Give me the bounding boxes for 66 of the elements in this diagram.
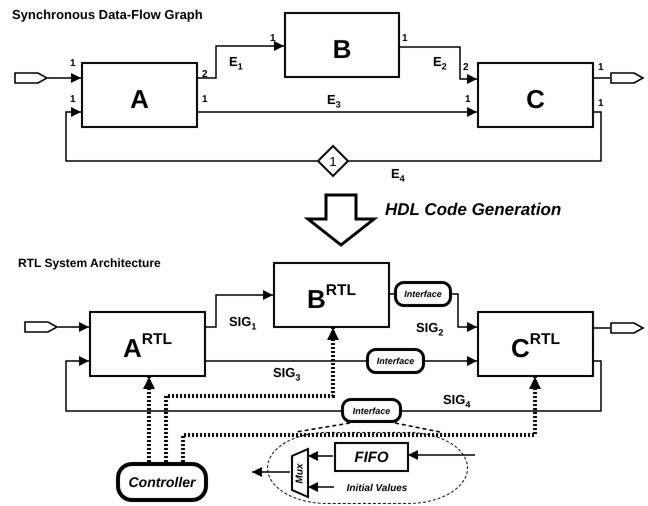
- control-line: [181, 377, 541, 462]
- connector-line: [390, 293, 394, 295]
- port-symbol: [610, 322, 644, 334]
- port-rate: 1: [202, 94, 208, 105]
- arrow: [308, 451, 333, 461]
- control-line: [143, 377, 155, 462]
- interface-box: Interface: [366, 348, 425, 374]
- arrow: [206, 290, 273, 328]
- edge-label: SIG$_{3}$: [272, 366, 302, 383]
- actor-box: C$^{RTL}$: [477, 311, 594, 377]
- arrow: [198, 41, 284, 79]
- edge-label: E$_{2}$: [432, 55, 448, 72]
- connector-line: [594, 327, 610, 329]
- actor-box: B: [284, 12, 400, 78]
- zoom-line: [296, 422, 350, 433]
- port-symbol: [14, 72, 48, 84]
- actor-box: B$^{RTL}$: [273, 262, 390, 328]
- edge-label: SIG$_{4}$: [442, 393, 472, 410]
- actor-box: C: [477, 62, 594, 128]
- port-symbol: [610, 72, 644, 84]
- interface-detail-region: [267, 432, 468, 504]
- port-rate: 1: [70, 94, 76, 105]
- actor-box: A: [81, 62, 198, 128]
- port-rate: 1: [598, 62, 604, 73]
- arrow: [198, 107, 477, 117]
- edge-label: E$_{4}$: [390, 167, 406, 184]
- arrow: [48, 73, 81, 83]
- edge-label: HDL Code Generation: [385, 200, 562, 220]
- zoom-line: [394, 422, 440, 433]
- arrow: [400, 46, 477, 84]
- edge-label: E$_{1}$: [228, 55, 244, 72]
- section-title: RTL System Architecture: [18, 256, 161, 270]
- actor-box: A$^{RTL}$: [89, 311, 206, 377]
- arrow: [425, 356, 477, 366]
- multiplexer: Mux: [291, 448, 309, 498]
- connector-line: [402, 360, 602, 412]
- arrow: [452, 293, 477, 332]
- arrow: [408, 450, 475, 460]
- port-rate: 1: [402, 33, 408, 44]
- port-symbol: [24, 321, 58, 333]
- diagram-title: Synchronous Data-Flow Graph: [12, 7, 203, 22]
- arrow: [58, 322, 89, 332]
- interface-box: Interface: [341, 398, 402, 423]
- input-text: Initial Values: [335, 480, 419, 496]
- fifo-box: FIFO: [334, 442, 409, 472]
- port-rate: 1: [70, 58, 76, 69]
- port-rate: 1: [270, 33, 276, 44]
- arrow: [65, 107, 317, 162]
- port-rate: 2: [463, 62, 469, 73]
- controller-box: Controller: [116, 462, 208, 502]
- connector-line: [594, 77, 610, 79]
- arrow: [308, 482, 334, 492]
- connector-line: [349, 111, 602, 162]
- port-rate: 1: [465, 94, 471, 105]
- edge-label: SIG$_{2}$: [415, 321, 444, 338]
- control-line: [164, 328, 339, 462]
- port-rate: 2: [202, 69, 208, 80]
- connector-line: [206, 360, 366, 362]
- arrow: [65, 356, 341, 412]
- interface-box: Interface: [394, 281, 452, 307]
- delay-diamond: 1: [317, 145, 349, 177]
- port-rate: 1: [598, 98, 604, 109]
- arrow: [252, 467, 290, 477]
- block-arrow: [304, 194, 378, 247]
- edge-label: E$_{3}$: [326, 93, 342, 110]
- edge-label: SIG$_{1}$: [228, 315, 258, 332]
